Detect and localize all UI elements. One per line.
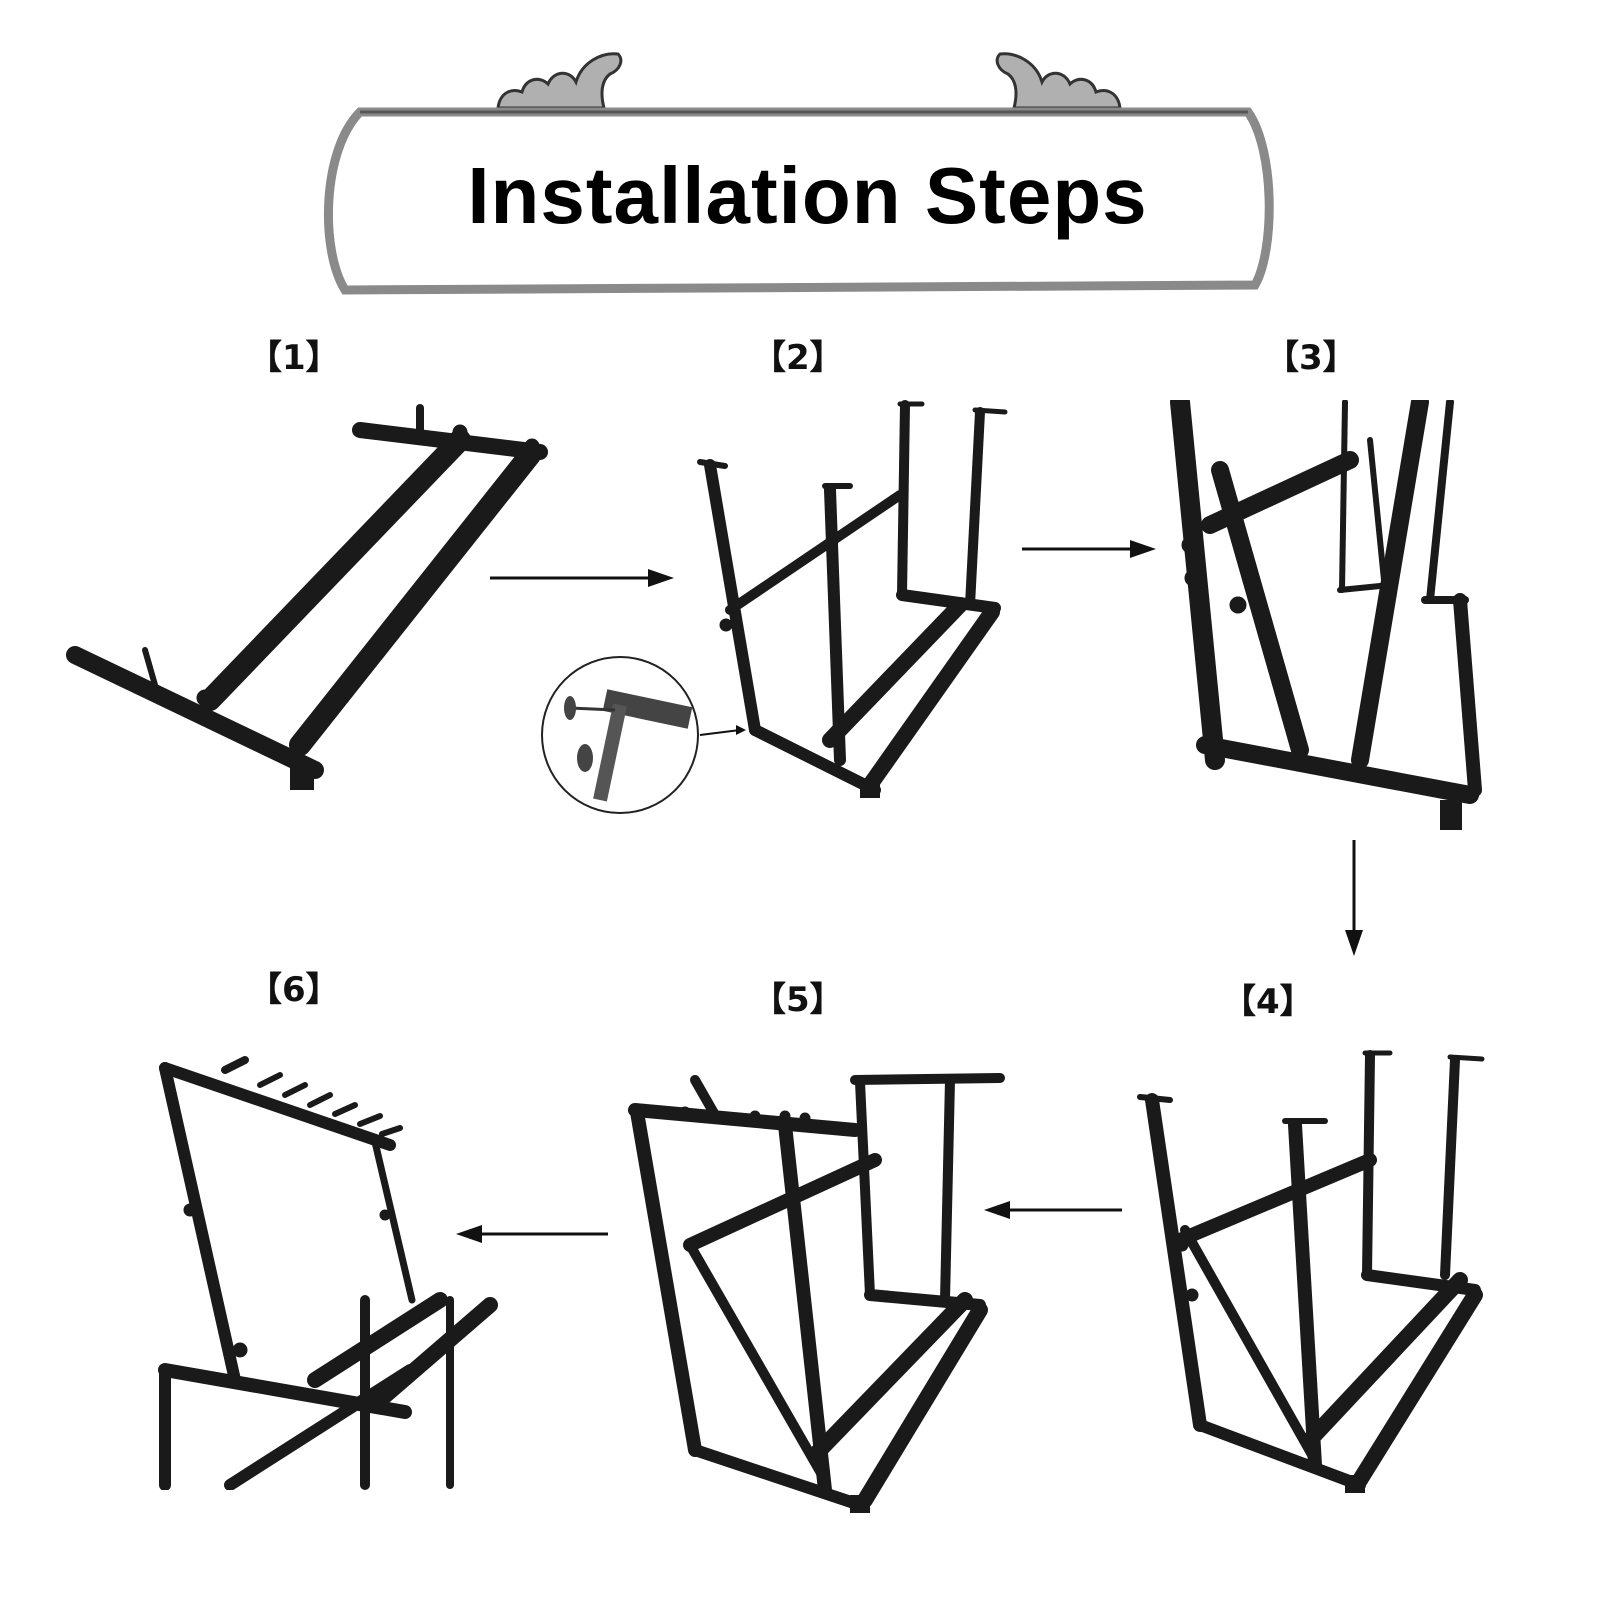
step-2-image [541, 400, 1008, 814]
step-5-label: 【5】 [752, 980, 844, 1020]
arrow-step3-to-step4-icon [1345, 840, 1363, 956]
step-4-image [1137, 1050, 1485, 1493]
step-5-image [628, 1073, 1005, 1513]
arrow-step4-to-step5-icon [984, 1201, 1122, 1219]
step-1-image [66, 404, 548, 790]
step-2-label: 【2】 [752, 338, 844, 378]
step-6-image [158, 1056, 498, 1490]
step-6-label: 【6】 [248, 970, 340, 1010]
left-hand-icon [496, 52, 623, 110]
arrow-step5-to-step6-icon [456, 1225, 608, 1243]
step-3-label: 【3】 [1265, 338, 1357, 378]
title-banner [324, 52, 1274, 295]
step-3-image [1170, 400, 1482, 830]
arrow-step1-to-step2-icon [490, 569, 674, 587]
step-1-label: 【1】 [248, 338, 340, 378]
zoom-detail-bolt-icon [541, 656, 746, 814]
page-title: Installation Steps [467, 151, 1148, 240]
right-hand-icon [995, 52, 1122, 110]
step-4-label: 【4】 [1222, 982, 1314, 1022]
arrow-step2-to-step3-icon [1022, 540, 1156, 558]
